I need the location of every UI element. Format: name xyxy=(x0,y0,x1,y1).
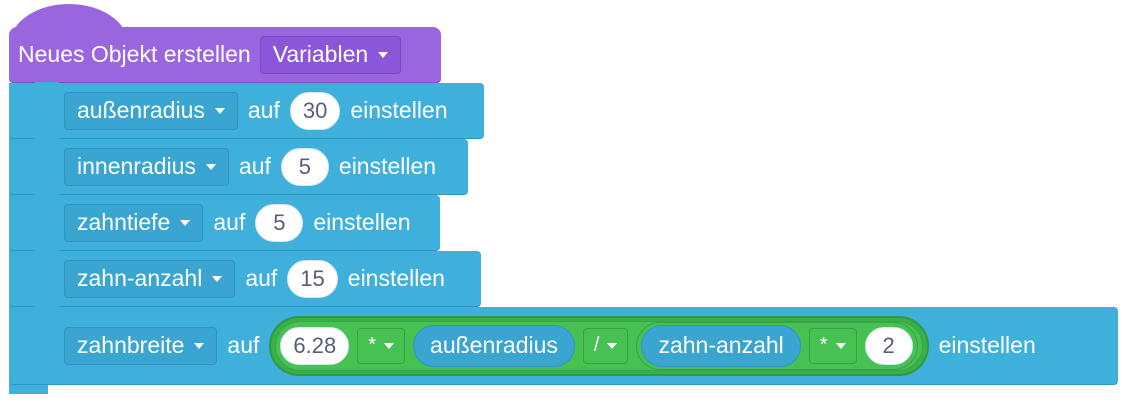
chevron-down-icon xyxy=(378,51,389,58)
variable-dropdown[interactable]: außenradius xyxy=(64,91,238,130)
category-dropdown-label: Variablen xyxy=(272,41,369,67)
variable-reporter[interactable]: zahn-anzahl xyxy=(641,324,801,367)
einstellen-label: einstellen xyxy=(347,265,445,291)
auf-label: auf xyxy=(227,332,260,358)
operator-dropdown[interactable]: * xyxy=(808,327,857,364)
operator-expression-inner[interactable]: 6.28 * außenradius / zahn-anzahl * 2 xyxy=(275,320,923,371)
auf-label: auf xyxy=(213,209,246,235)
set-block-5[interactable]: zahnbreite auf 6.28 * außenradius / zahn… xyxy=(9,306,1118,385)
set-block-3[interactable]: zahntiefe auf 5 einstellen xyxy=(9,194,440,251)
category-dropdown[interactable]: Variablen xyxy=(259,35,402,74)
chevron-down-icon xyxy=(384,342,395,349)
chevron-down-icon xyxy=(205,163,216,170)
block-notch xyxy=(35,194,59,202)
block-notch xyxy=(35,82,59,90)
chevron-down-icon xyxy=(607,342,618,349)
variable-dropdown-label: zahn-anzahl xyxy=(77,265,203,291)
auf-label: auf xyxy=(238,153,271,179)
number-input[interactable]: 2 xyxy=(864,326,913,365)
variable-dropdown-label: zahntiefe xyxy=(77,209,171,235)
einstellen-label: einstellen xyxy=(350,97,448,123)
operator-dropdown[interactable]: * xyxy=(357,327,406,364)
variable-dropdown[interactable]: zahnbreite xyxy=(64,326,218,365)
block-notch xyxy=(35,138,59,146)
hat-block[interactable]: Neues Objekt erstellen Variablen xyxy=(9,27,441,90)
chevron-down-icon xyxy=(835,342,846,349)
block-notch xyxy=(35,306,59,314)
variable-dropdown-label: außenradius xyxy=(77,97,205,123)
chevron-down-icon xyxy=(214,107,225,114)
chevron-down-icon xyxy=(194,342,205,349)
einstellen-label: einstellen xyxy=(938,332,1036,358)
operator-label: / xyxy=(593,334,600,356)
value-input[interactable]: 15 xyxy=(287,259,338,298)
operator-expression-outer[interactable]: 6.28 * außenradius / zahn-anzahl * 2 xyxy=(269,315,929,376)
variable-dropdown[interactable]: zahntiefe xyxy=(64,203,204,242)
variable-dropdown[interactable]: innenradius xyxy=(64,147,229,186)
einstellen-label: einstellen xyxy=(313,209,411,235)
variable-reporter[interactable]: außenradius xyxy=(413,324,575,367)
set-block-4[interactable]: zahn-anzahl auf 15 einstellen xyxy=(9,250,481,307)
value-input[interactable]: 5 xyxy=(255,203,304,242)
set-block-1[interactable]: außenradius auf 30 einstellen xyxy=(9,82,484,139)
variable-dropdown[interactable]: zahn-anzahl xyxy=(64,259,236,298)
variable-dropdown-label: innenradius xyxy=(77,153,196,179)
set-block-2[interactable]: innenradius auf 5 einstellen xyxy=(9,138,468,195)
chevron-down-icon xyxy=(212,275,223,282)
operator-dropdown[interactable]: / xyxy=(582,327,629,364)
operator-label: * xyxy=(368,334,377,356)
value-input[interactable]: 5 xyxy=(280,147,329,186)
value-input[interactable]: 30 xyxy=(289,91,341,130)
auf-label: auf xyxy=(245,265,278,291)
operator-label: * xyxy=(819,334,828,356)
chevron-down-icon xyxy=(180,219,191,226)
auf-label: auf xyxy=(247,97,280,123)
variable-dropdown-label: zahnbreite xyxy=(77,332,185,358)
number-input[interactable]: 6.28 xyxy=(280,326,350,365)
block-notch xyxy=(35,250,59,258)
hat-label: Neues Objekt erstellen xyxy=(18,41,251,67)
einstellen-label: einstellen xyxy=(338,153,437,179)
nested-operator-expression[interactable]: zahn-anzahl * 2 xyxy=(636,321,918,370)
